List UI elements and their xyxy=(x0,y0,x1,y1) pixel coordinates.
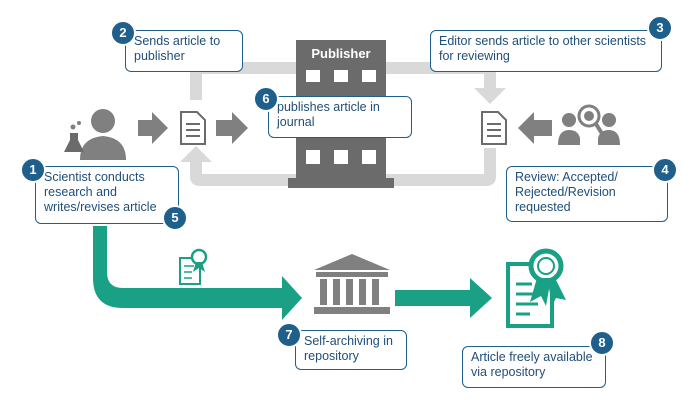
step-5-badge: 5 xyxy=(162,205,188,231)
review-loop-arrows xyxy=(180,62,506,186)
arrow-reviewers-to-doc xyxy=(518,112,552,144)
scientist-icon xyxy=(64,109,126,160)
step-8-badge: 8 xyxy=(589,330,615,356)
step-6-badge: 6 xyxy=(253,86,279,112)
gray-arrows xyxy=(138,112,552,144)
certificate-icon-large xyxy=(506,248,566,328)
loop-top-arrow xyxy=(190,62,506,104)
step-7-box: Self-archiving in repository xyxy=(295,330,407,370)
step-3-badge: 3 xyxy=(647,15,673,41)
document-icon-review xyxy=(481,111,507,145)
step-2-text: Sends article to publisher xyxy=(134,34,221,63)
arrow-scientist-to-doc xyxy=(138,112,168,144)
loop-bottom-arrow xyxy=(180,146,496,186)
step-4-box: Review: Accepted/ Rejected/Revision requ… xyxy=(506,166,668,222)
publisher-label: Publisher xyxy=(311,46,371,61)
step-2-box: Sends article to publisher xyxy=(125,30,243,72)
step-4-badge: 4 xyxy=(652,157,678,183)
step-6-text: publishes article in journal xyxy=(277,100,380,129)
step-1-box: Scientist conducts research and writes/r… xyxy=(35,166,179,224)
arrow-repository-to-article xyxy=(395,278,492,318)
step-2-badge: 2 xyxy=(110,20,136,46)
green-flow-arrows xyxy=(93,226,492,320)
step-1-badge: 1 xyxy=(20,157,46,183)
step-7-text: Self-archiving in repository xyxy=(304,334,393,363)
arrow-doc-to-publisher xyxy=(216,112,248,144)
reviewers-icon xyxy=(558,104,620,145)
step-4-text: Review: Accepted/ Rejected/Revision requ… xyxy=(515,170,618,214)
step-3-box: Editor sends article to other scientists… xyxy=(430,30,662,72)
certificate-icon xyxy=(179,248,208,285)
step-8-text: Article freely available via repository xyxy=(471,350,593,379)
step-1-text: Scientist conducts research and writes/r… xyxy=(44,170,157,214)
step-8-box: Article freely available via repository xyxy=(462,346,606,388)
step-3-text: Editor sends article to other scientists… xyxy=(439,34,647,63)
step-6-box: publishes article in journal xyxy=(268,96,412,138)
repository-icon xyxy=(314,254,390,314)
arrow-to-repository xyxy=(93,226,302,320)
document-icon xyxy=(180,111,206,145)
step-7-badge: 7 xyxy=(276,322,302,348)
